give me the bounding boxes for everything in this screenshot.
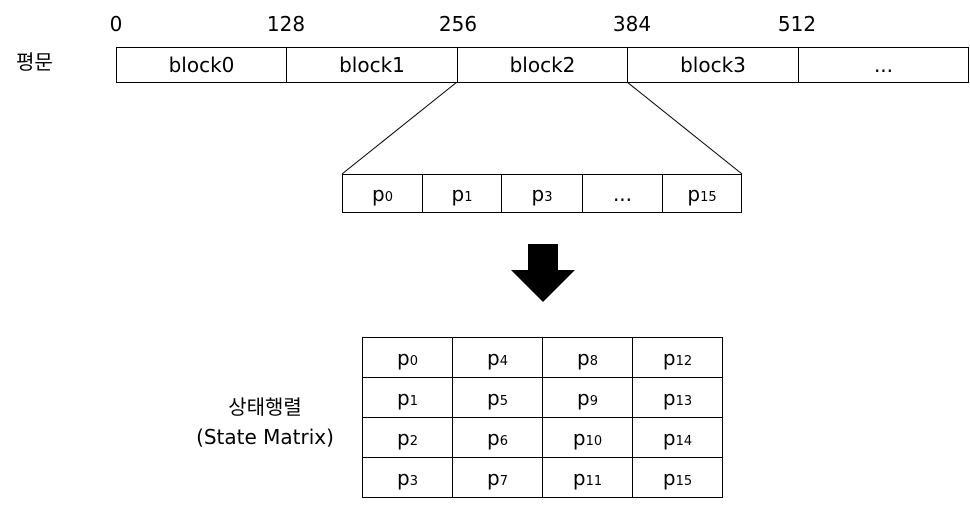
zoom-line-left: [341, 81, 458, 175]
zoom-line-right: [626, 81, 743, 175]
offset-label-0: 0: [109, 12, 123, 36]
offset-label-256: 256: [438, 12, 478, 36]
block-cell: block1: [286, 47, 458, 83]
block-cell: block2: [457, 47, 628, 83]
byte-cell: ...: [582, 174, 663, 213]
block-cell: ...: [798, 47, 969, 83]
offset-label-128: 128: [266, 12, 306, 36]
down-arrow-icon: [511, 244, 575, 302]
state-matrix-subtitle: (State Matrix): [196, 425, 334, 449]
state-matrix-title: 상태행렬: [228, 395, 302, 419]
block-cell: block3: [627, 47, 799, 83]
offset-label-384: 384: [612, 12, 652, 36]
plaintext-label: 평문: [16, 50, 53, 74]
block-cell: block0: [116, 47, 287, 83]
offset-label-512: 512: [777, 12, 817, 36]
